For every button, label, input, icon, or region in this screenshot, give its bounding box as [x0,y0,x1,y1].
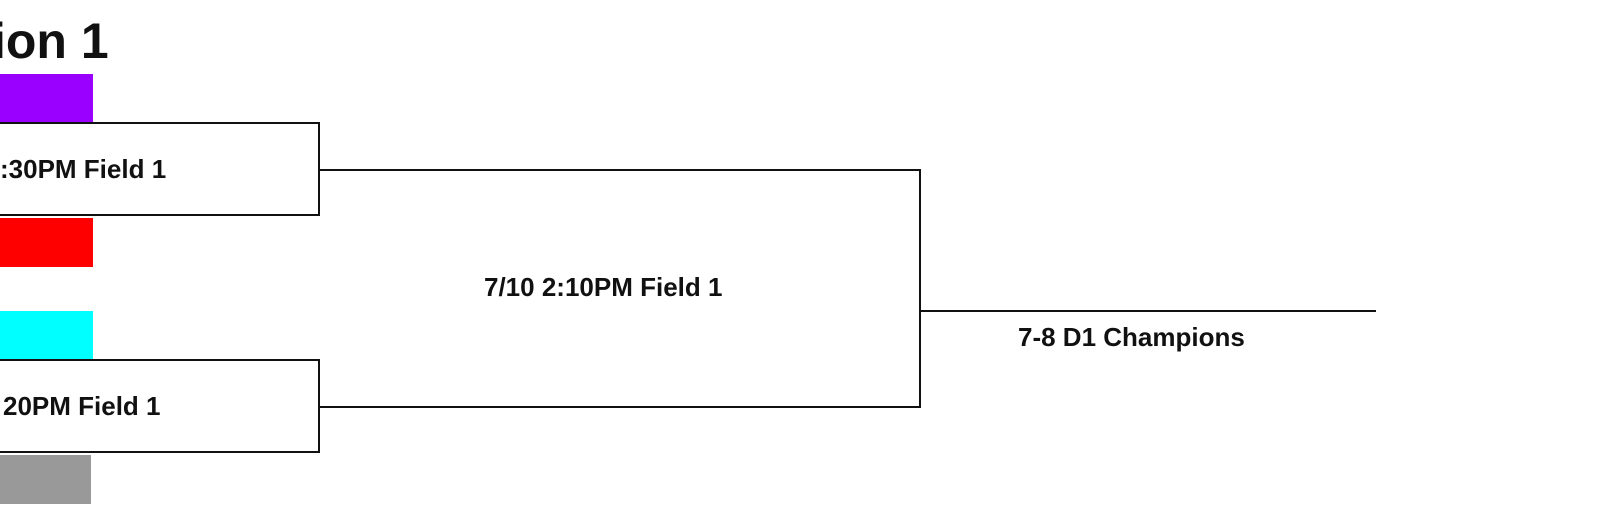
match-1-label: :30PM Field 1 [0,154,167,184]
match-2-label: 20PM Field 1 [3,391,161,421]
final-match-label: 7/10 2:10PM Field 1 [484,272,723,302]
team-color-bar-3 [0,311,93,360]
match-box-1: :30PM Field 1 [0,122,320,216]
semifinal-1-connector [320,169,921,408]
match-box-2: 20PM Field 1 [0,359,320,453]
team-color-bar-2 [0,218,93,267]
team-color-bar-1 [0,74,93,123]
team-color-bar-4 [0,455,91,504]
champion-label: 7-8 D1 Champions [1018,322,1245,352]
bracket-title: ion 1 [0,13,109,69]
